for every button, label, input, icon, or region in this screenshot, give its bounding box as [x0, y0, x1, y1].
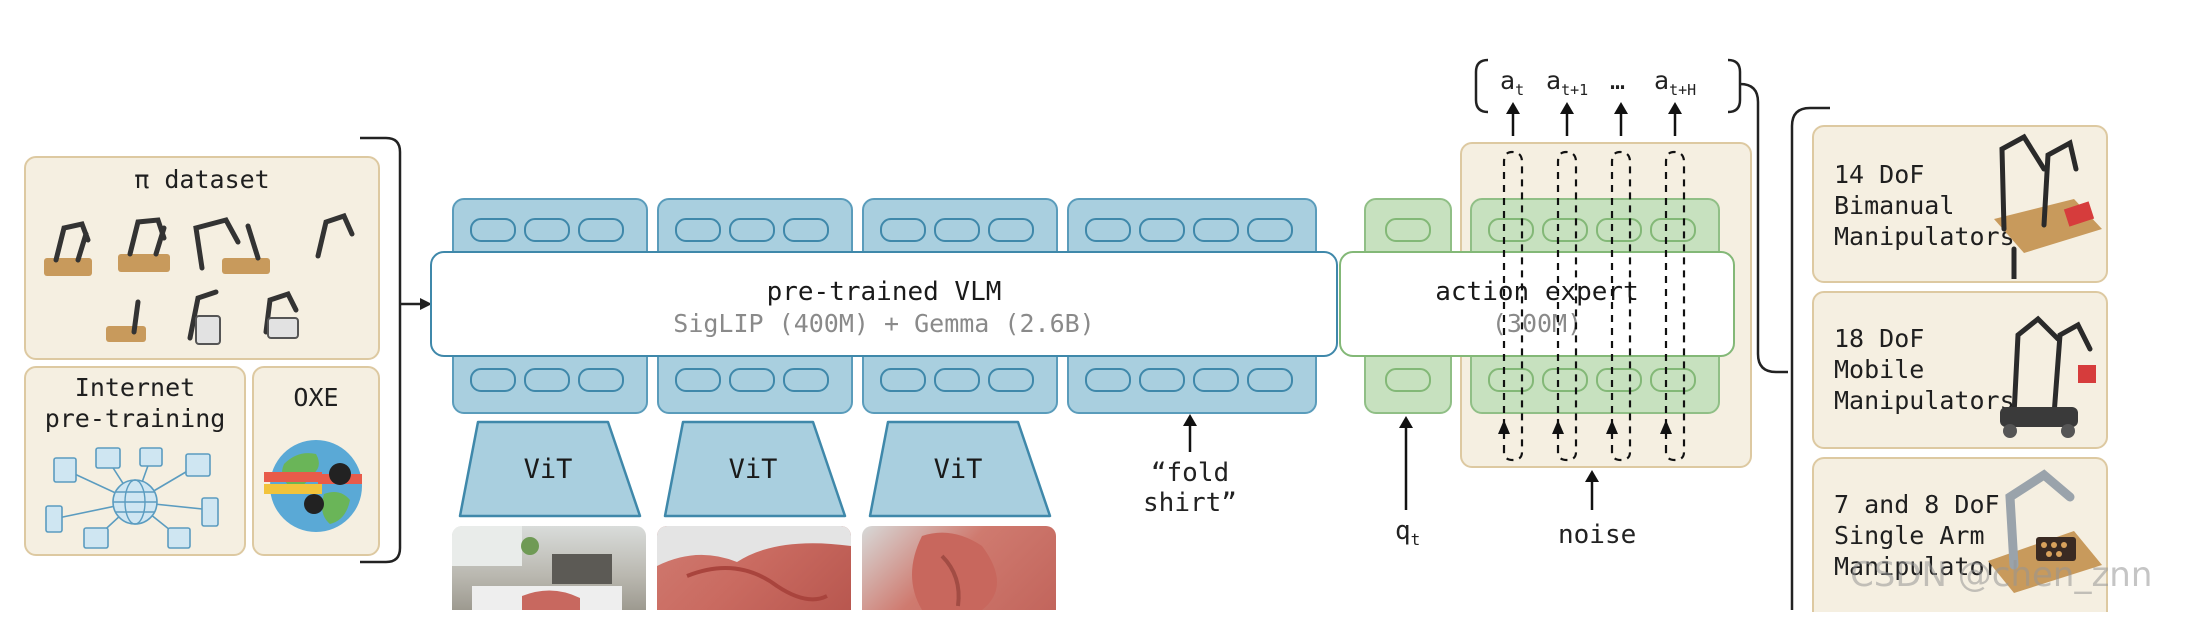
vlm-token	[470, 218, 516, 242]
camera-image-2	[657, 526, 851, 610]
vlm-token	[1139, 218, 1185, 242]
action-token	[1542, 368, 1588, 392]
pi-dataset-panel: π dataset	[24, 156, 380, 360]
action-token	[1488, 368, 1534, 392]
internet-title: Internet pre-training	[44, 373, 226, 433]
state-arrow	[1399, 416, 1413, 510]
vlm-token	[1247, 218, 1293, 242]
vlm-box: pre-trained VLM SigLIP (400M) + Gemma (2…	[430, 251, 1338, 357]
prompt-arrow	[1183, 414, 1197, 452]
action-ellipsis: …	[1610, 66, 1626, 95]
action-expert-title: action expert	[1435, 277, 1639, 307]
vlm-token	[783, 218, 829, 242]
vlm-token	[470, 368, 516, 392]
earth-icon	[264, 440, 362, 532]
vlm-token	[1139, 368, 1185, 392]
internet-panel: Internet pre-training	[24, 366, 246, 556]
sources-bracket	[360, 136, 432, 564]
vit-label-2: ViT	[728, 454, 778, 485]
action-token	[1542, 218, 1588, 242]
action-token	[1650, 368, 1696, 392]
vlm-title: pre-trained VLM	[766, 277, 1002, 307]
robot-mobile-label: 18 DoF Mobile Manipulators	[1834, 324, 2015, 415]
action-h: at+H	[1654, 66, 1697, 99]
text-prompt: “fold shirt”	[1143, 458, 1237, 518]
noise-label: noise	[1558, 520, 1637, 550]
globe-network-icon	[45, 447, 219, 549]
vlm-token	[729, 368, 775, 392]
vlm-token	[1085, 368, 1131, 392]
vlm-token	[1193, 218, 1239, 242]
vlm-token	[934, 368, 980, 392]
vlm-token	[988, 218, 1034, 242]
action-braces	[1474, 58, 1742, 114]
robot-single-arm: 7 and 8 DoF Single Arm Manipulators	[1812, 457, 2108, 612]
vlm-token	[1247, 368, 1293, 392]
pi-dataset-title: π dataset	[134, 165, 270, 194]
vlm-token	[880, 218, 926, 242]
state-token	[1385, 218, 1431, 242]
oxe-panel: OXE	[252, 366, 380, 556]
vlm-token	[675, 368, 721, 392]
camera-image-3	[862, 526, 1056, 610]
state-label: qt	[1395, 516, 1420, 549]
vit-shapes	[458, 420, 1052, 518]
vlm-token	[783, 368, 829, 392]
action-expert-subtitle: (300M)	[1491, 309, 1583, 338]
vlm-token	[880, 368, 926, 392]
action-token	[1596, 368, 1642, 392]
vlm-token	[1193, 368, 1239, 392]
vlm-token	[578, 368, 624, 392]
vlm-token	[729, 218, 775, 242]
oxe-title: OXE	[293, 383, 339, 412]
action-1: at+1	[1546, 66, 1589, 99]
mobile-robot-image	[2000, 315, 2096, 438]
vlm-token	[988, 368, 1034, 392]
state-token	[1385, 368, 1431, 392]
bimanual-robot-image	[1994, 133, 2102, 279]
action-token	[1650, 218, 1696, 242]
vit-label-3: ViT	[933, 454, 983, 485]
action-token	[1596, 218, 1642, 242]
camera-image-1	[452, 526, 646, 610]
vlm-token	[675, 218, 721, 242]
robot-mobile: 18 DoF Mobile Manipulators	[1812, 291, 2108, 449]
action-token	[1488, 218, 1534, 242]
state-q: q	[1395, 516, 1411, 546]
watermark: CSDN @chen_znn	[1850, 555, 2153, 595]
vlm-subtitle: SigLIP (400M) + Gemma (2.6B)	[673, 309, 1095, 338]
vit-label-1: ViT	[523, 454, 573, 485]
vlm-token	[524, 368, 570, 392]
robots-bracket	[1739, 82, 1830, 610]
state-subscript: t	[1410, 530, 1421, 550]
single-arm-robot-image	[1988, 469, 2102, 593]
vlm-token	[1085, 218, 1131, 242]
action-expert-box: action expert (300M)	[1339, 251, 1735, 357]
robot-single-arm-label: 7 and 8 DoF Single Arm Manipulators	[1834, 490, 2015, 581]
vlm-token	[578, 218, 624, 242]
action-0: at	[1500, 66, 1525, 99]
robot-bimanual: 14 DoF Bimanual Manipulators	[1812, 125, 2108, 283]
robot-illustrations	[44, 212, 355, 345]
flow-loops	[1498, 102, 1686, 510]
vlm-token	[524, 218, 570, 242]
robot-bimanual-label: 14 DoF Bimanual Manipulators	[1834, 160, 2015, 251]
vlm-token	[934, 218, 980, 242]
